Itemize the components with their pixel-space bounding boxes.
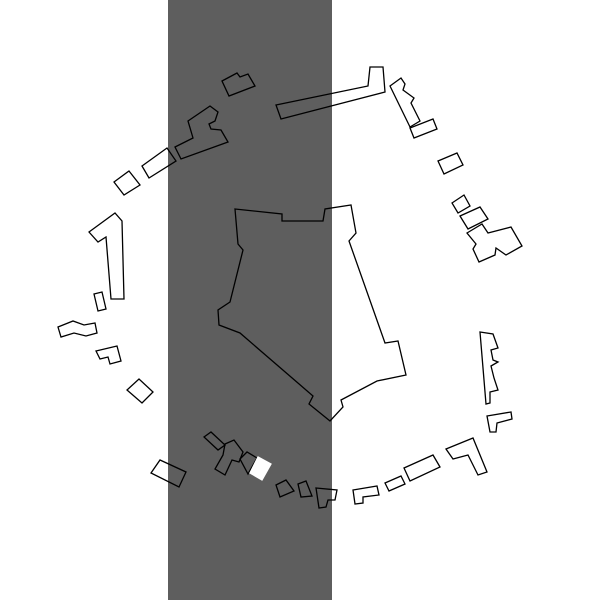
building <box>57 320 98 338</box>
shaded-band <box>168 0 332 600</box>
building <box>275 66 386 120</box>
building <box>445 437 488 476</box>
highlighted-building <box>249 456 272 481</box>
building <box>437 152 464 175</box>
building <box>202 431 227 451</box>
building <box>126 378 154 404</box>
building <box>88 212 125 300</box>
building <box>297 480 313 498</box>
building <box>174 105 229 160</box>
building <box>141 147 177 179</box>
building <box>275 479 296 498</box>
building <box>95 345 122 365</box>
building <box>352 485 380 505</box>
building <box>315 487 338 509</box>
building <box>214 439 244 476</box>
building <box>113 170 141 196</box>
building <box>459 206 489 230</box>
building <box>451 194 471 214</box>
surrounding-buildings <box>57 66 523 509</box>
building <box>221 72 256 97</box>
building <box>384 475 406 492</box>
building <box>466 223 523 263</box>
building <box>150 459 187 488</box>
building <box>479 331 500 405</box>
central-building <box>217 204 407 422</box>
building <box>403 454 441 482</box>
building <box>486 411 513 433</box>
building <box>409 118 438 139</box>
building <box>389 77 421 128</box>
building <box>93 291 107 312</box>
